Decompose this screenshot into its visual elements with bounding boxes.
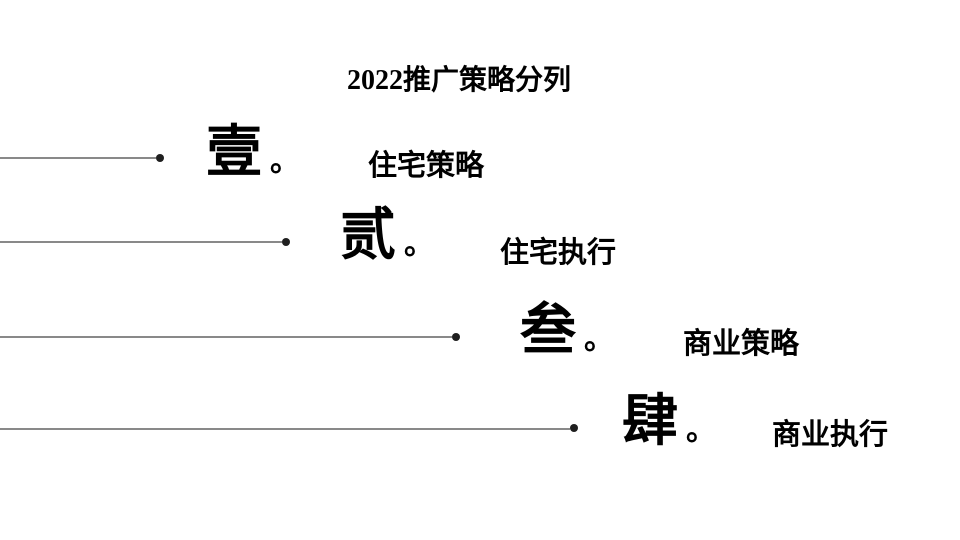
leader-dot — [452, 333, 460, 341]
leader-dot — [570, 424, 578, 432]
item-number: 壹。 — [206, 123, 300, 192]
item-number-punctuation: 。 — [404, 228, 434, 261]
item-number-punctuation: 。 — [686, 414, 716, 447]
item-number-text: 壹 — [206, 122, 262, 184]
slide-title: 2022推广策略分列 — [346, 65, 571, 96]
item-number-text: 叁 — [520, 300, 576, 362]
item-number: 叁。 — [520, 301, 614, 370]
item-number-text: 肆 — [622, 391, 678, 453]
leader-line — [0, 157, 156, 159]
item-number-text: 贰 — [340, 205, 396, 267]
item-label: 住宅执行 — [500, 237, 617, 269]
item-number: 贰。 — [340, 206, 434, 275]
leader-line — [0, 428, 570, 430]
item-number-punctuation: 。 — [270, 145, 300, 178]
item-number: 肆。 — [622, 392, 716, 461]
item-label: 住宅策略 — [368, 150, 485, 182]
leader-dot — [282, 238, 290, 246]
leader-line — [0, 336, 452, 338]
leader-dot — [156, 154, 164, 162]
item-label: 商业策略 — [683, 328, 800, 360]
leader-line — [0, 241, 282, 243]
item-label: 商业执行 — [772, 419, 889, 451]
item-number-punctuation: 。 — [584, 323, 614, 356]
